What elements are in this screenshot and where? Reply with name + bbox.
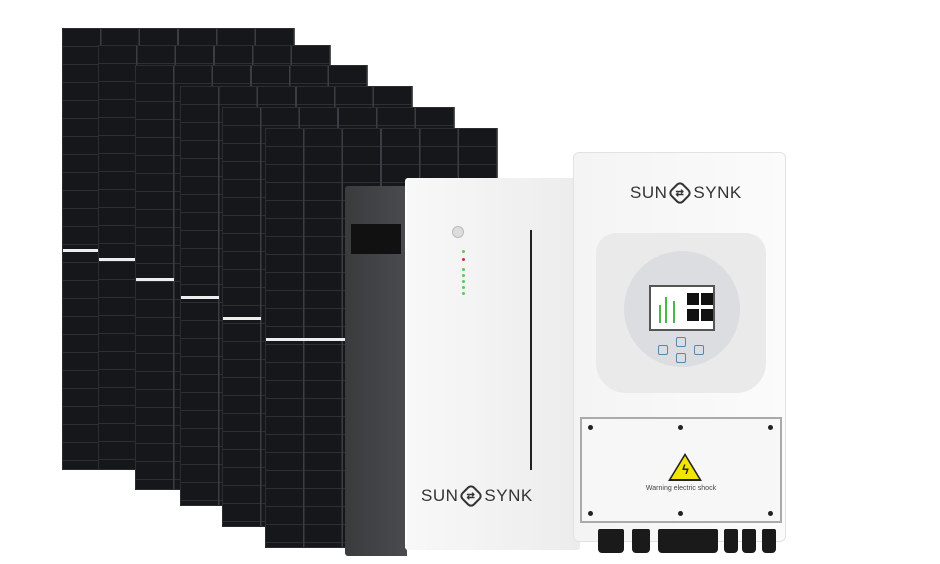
panel-highlight — [136, 277, 174, 281]
cable-gland — [598, 529, 624, 553]
up-key — [676, 337, 686, 347]
inverter-logo: SUN ⇄ SYNK — [630, 180, 742, 206]
cable-gland — [742, 529, 756, 553]
cable-gland — [658, 529, 718, 553]
panel-highlight — [99, 257, 137, 261]
cable-gland — [632, 529, 650, 553]
sunsynk-logo-icon: ⇄ — [458, 483, 485, 509]
led — [462, 268, 465, 271]
battery-logo: SUN ⇄ SYNK — [421, 483, 533, 509]
cable-gland — [762, 529, 776, 553]
logo-text: SUN — [421, 486, 459, 505]
warning-triangle-icon: ϟ — [668, 453, 702, 481]
panel-highlight — [181, 296, 219, 299]
logo-text: SUN — [630, 183, 668, 202]
panel-highlight — [223, 317, 261, 320]
down-key — [676, 353, 686, 363]
led — [462, 258, 465, 261]
battery-handle — [351, 224, 401, 254]
logo-text: SYNK — [484, 486, 533, 505]
battery-side — [345, 186, 407, 556]
right-key — [694, 345, 704, 355]
power-button — [452, 226, 464, 238]
led — [462, 292, 465, 295]
battery-front: SUN ⇄ SYNK — [405, 178, 580, 550]
sunsynk-logo-icon: ⇄ — [667, 180, 694, 206]
panel-highlight — [266, 338, 346, 341]
led — [462, 286, 465, 289]
led — [462, 280, 465, 283]
display-panel — [624, 251, 740, 367]
lcd-screen — [649, 285, 715, 331]
left-key — [658, 345, 668, 355]
logo-text: SYNK — [693, 183, 742, 202]
led — [462, 250, 465, 253]
inverter-unit: SUN ⇄ SYNK ϟ Warning electric shock — [573, 152, 786, 553]
panel-highlight — [63, 249, 101, 252]
led — [462, 274, 465, 277]
warning-label: Warning electric shock — [645, 485, 717, 492]
battery-stripe — [530, 230, 532, 470]
terminal-cover: ϟ Warning electric shock — [580, 417, 782, 523]
cable-gland — [724, 529, 738, 553]
battery-unit: SUN ⇄ SYNK — [345, 178, 580, 556]
display-bezel — [596, 233, 766, 393]
